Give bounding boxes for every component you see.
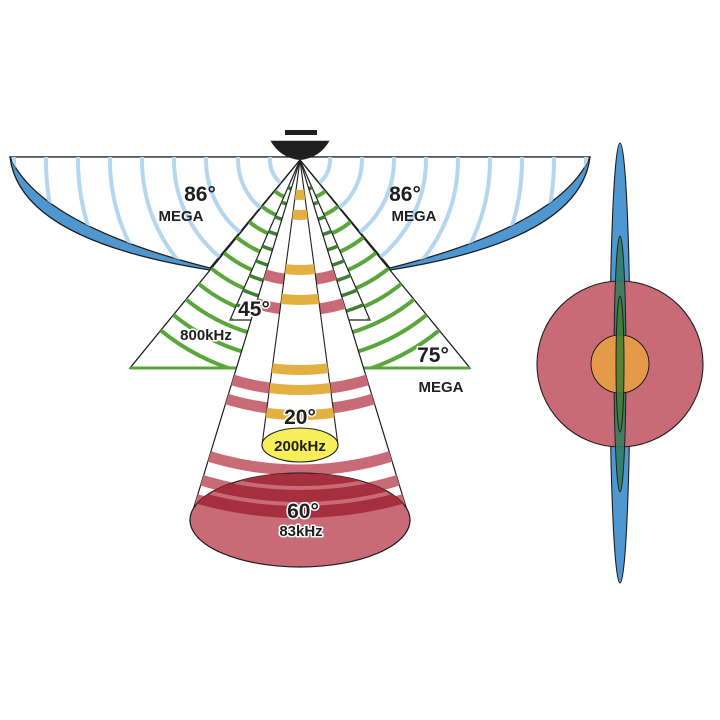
khz83-band bbox=[190, 160, 410, 476]
khz200-beam bbox=[261, 159, 339, 463]
khz800-footprint bbox=[615, 295, 625, 433]
mega-right-angle-label: 86° bbox=[389, 183, 421, 206]
khz200-band bbox=[262, 160, 338, 420]
khz200-angle-label: 20° bbox=[284, 406, 316, 429]
mega-75-angle-label: 75° bbox=[417, 344, 449, 367]
khz200-bands bbox=[262, 160, 338, 420]
khz200-band bbox=[262, 160, 338, 375]
khz83-footprint-band bbox=[190, 473, 410, 486]
mega-left-freq-label: MEGA bbox=[159, 208, 204, 225]
mega-side-arcs bbox=[12, 157, 588, 268]
khz800-freq-label: 800kHz bbox=[180, 327, 232, 344]
mega-arc bbox=[140, 157, 460, 268]
khz200-band bbox=[262, 160, 338, 305]
mega-arc bbox=[108, 157, 492, 268]
khz200-band bbox=[262, 160, 338, 200]
khz200-freq-label: 200kHz bbox=[274, 438, 326, 455]
boat-hull-icon bbox=[270, 130, 330, 160]
khz800-angle-label: 45° bbox=[238, 298, 270, 321]
khz200-footprint bbox=[261, 427, 339, 463]
khz83-beam bbox=[189, 157, 411, 568]
khz83-footprint-bands bbox=[190, 473, 410, 518]
mega-arc bbox=[172, 157, 428, 268]
mega-right-freq-label: MEGA bbox=[392, 208, 437, 225]
mega-left-angle-label: 86° bbox=[184, 183, 216, 206]
mega-arc bbox=[76, 157, 524, 268]
khz83-angle-label: 60° bbox=[287, 500, 319, 523]
mega-arc bbox=[44, 157, 556, 268]
mega-75-freq-label: MEGA bbox=[419, 379, 464, 396]
khz83-footprint-band bbox=[190, 473, 410, 518]
khz200-band bbox=[262, 160, 338, 395]
khz83-footprint-band bbox=[190, 473, 410, 502]
khz83-freq-label: 83kHz bbox=[279, 523, 322, 540]
khz200-band bbox=[262, 160, 338, 220]
mega-arc bbox=[12, 157, 588, 268]
mega-side-beam bbox=[9, 156, 591, 271]
coverage-footprint-view bbox=[536, 142, 704, 584]
khz200-band bbox=[262, 160, 338, 275]
